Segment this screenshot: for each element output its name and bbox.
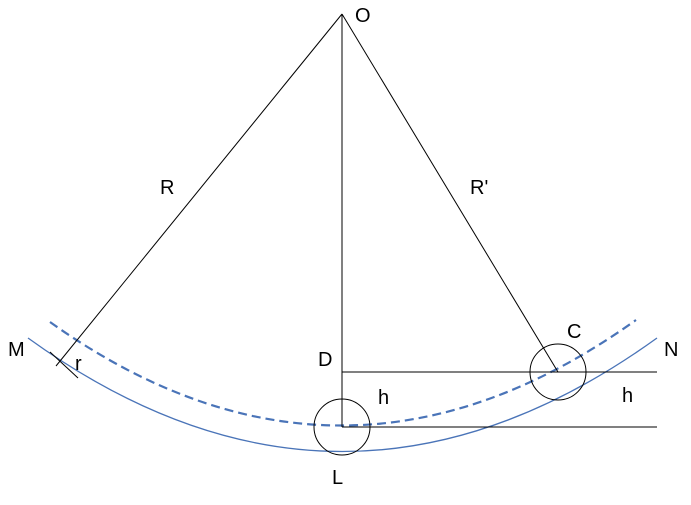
radius-R-prime-line xyxy=(341,13,559,373)
label-r: r xyxy=(75,353,82,375)
ball-bottom xyxy=(313,398,371,456)
label-h-right: h xyxy=(622,385,633,407)
label-O: O xyxy=(355,5,371,27)
label-R-prime: R' xyxy=(470,177,488,199)
label-C: C xyxy=(567,321,581,343)
ball-path-dashed xyxy=(49,319,637,427)
label-L: L xyxy=(332,467,343,489)
radius-R-line xyxy=(55,13,343,367)
label-D: D xyxy=(318,349,332,371)
r-tick xyxy=(49,351,79,379)
label-h-left: h xyxy=(378,387,389,409)
label-R: R xyxy=(160,177,174,199)
ball-C xyxy=(529,343,587,401)
track-curve xyxy=(27,337,658,452)
label-N: N xyxy=(664,339,678,361)
label-M: M xyxy=(8,339,25,361)
